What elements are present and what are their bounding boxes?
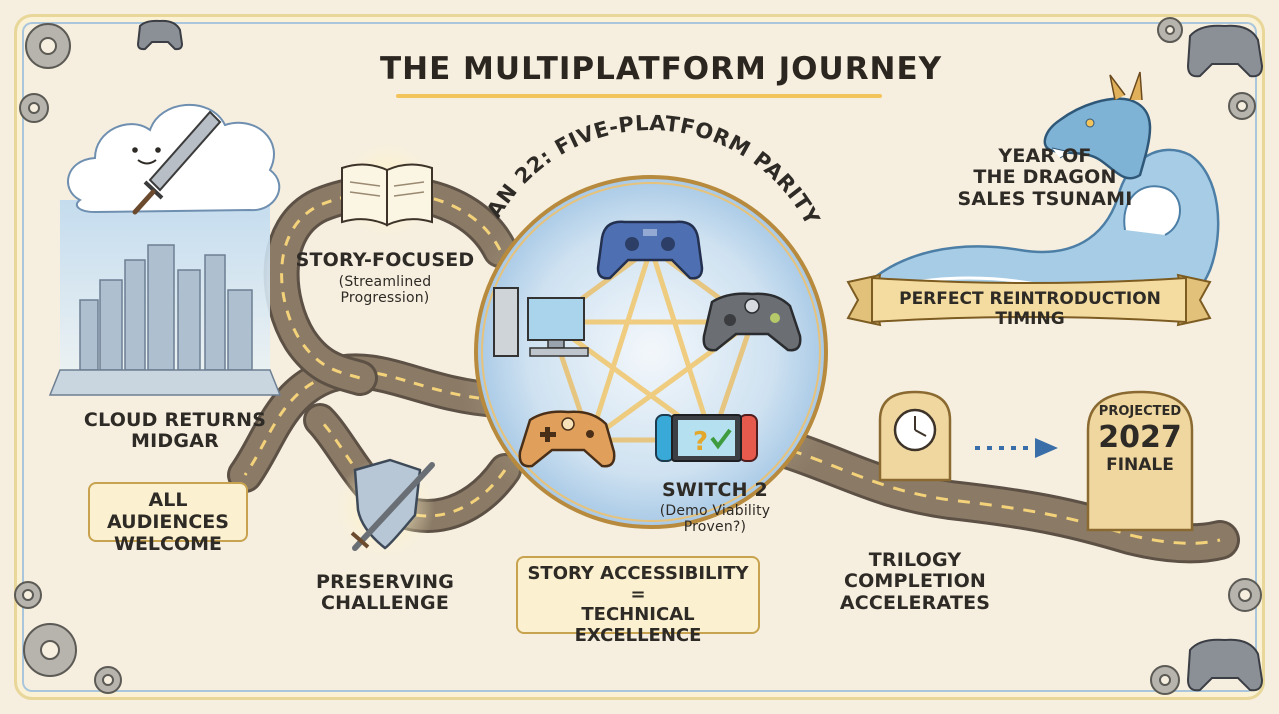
bottom-box-line-3: TECHNICAL EXCELLENCE [574, 604, 702, 647]
banner-label: PERFECT REINTRODUCTION TIMING [899, 289, 1161, 329]
audiences-box: ALL AUDIENCES WELCOME [88, 482, 248, 555]
dragon-line-2: THE DRAGON [973, 166, 1117, 189]
preserving-challenge-label: PRESERVING CHALLENGE [300, 571, 470, 615]
cloud-label-line-1: CLOUD RETURNS [83, 409, 267, 431]
dragon-line-1: YEAR OF [998, 145, 1092, 167]
midgar-city-skyline [48, 244, 282, 396]
challenge-line-1: PRESERVING [315, 571, 455, 593]
switch-note-line-2: Proven?) [683, 518, 747, 535]
dragon-sales-label: YEAR OF THE DRAGON SALES TSUNAMI [955, 145, 1135, 210]
audiences-line-1: ALL AUDIENCES [107, 489, 229, 533]
story-note-line-1: (Streamlined [338, 274, 432, 291]
decorative-frame [14, 14, 1265, 700]
gamepad-icon [136, 19, 1264, 692]
shield-sword-icon [335, 458, 435, 558]
open-book-icon [339, 142, 435, 238]
finale-projected: PROJECTED [1098, 404, 1182, 419]
bottom-box-line-2: = [630, 583, 646, 605]
pc-computer-icon [493, 287, 589, 357]
cloud-label-line-2: MIDGAR [131, 430, 219, 453]
finale-tombstone [1086, 390, 1194, 532]
audiences-line-2: WELCOME [113, 532, 223, 555]
title-underline [396, 94, 882, 98]
cloud-label: CLOUD RETURNS MIDGAR [70, 409, 280, 453]
dragon-line-3: SALES TSUNAMI [957, 187, 1133, 210]
xbox-controller-icon-orange [518, 410, 616, 468]
trilogy-label: TRILOGY COMPLETION ACCELERATES [830, 549, 1000, 614]
story-focused-label: STORY-FOCUSED (Streamlined Progression) [295, 249, 475, 307]
xbox-controller-icon-dark [702, 292, 802, 352]
accessibility-excellence-box: STORY ACCESSIBILITY = TECHNICAL EXCELLEN… [516, 556, 760, 646]
finale-label: FINALE [1106, 455, 1174, 476]
playstation-controller-icon [596, 220, 704, 280]
page-title: THE MULTIPLATFORM JOURNEY [380, 51, 943, 87]
bottom-box-line-1: STORY ACCESSIBILITY [527, 563, 749, 584]
challenge-line-2: CHALLENGE [320, 592, 450, 615]
story-note-line-2: Progression) [340, 289, 430, 306]
road-network [227, 174, 1240, 564]
trilogy-line-1: TRILOGY [868, 549, 962, 571]
switch-label-title: SWITCH 2 [662, 479, 768, 501]
trilogy-line-3: ACCELERATES [839, 591, 991, 614]
svg-text:?: ? [693, 427, 708, 457]
dragon-wave-illustration [858, 71, 1220, 320]
switch-2-label: SWITCH 2 (Demo Viability Proven?) [640, 479, 790, 536]
clock-tombstone-icon [878, 390, 952, 482]
switch-note-line-1: (Demo Viability [659, 503, 771, 520]
timing-banner [846, 273, 1212, 327]
gear-icon [14, 17, 1262, 695]
finale-year: 2027 [1098, 420, 1182, 456]
trilogy-line-2: COMPLETION [843, 570, 987, 593]
finale-tombstone-text: PROJECTED 2027 FINALE [1090, 404, 1190, 476]
switch-2-console-icon: ? [655, 414, 758, 462]
story-label-title: STORY-FOCUSED [295, 249, 475, 271]
progress-arrow-icon [975, 438, 1058, 458]
